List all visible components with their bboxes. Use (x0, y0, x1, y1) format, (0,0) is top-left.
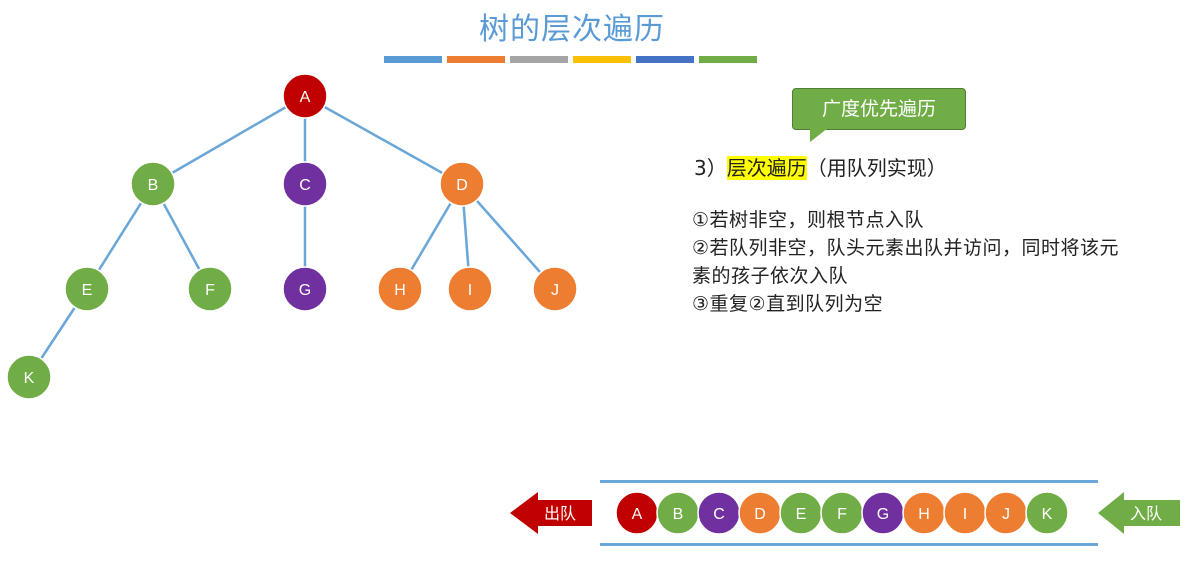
queue-item-label-G: G (877, 506, 889, 523)
queue-item-label-I: I (963, 506, 967, 523)
step-list: ①若树非空，则根节点入队 ②若队列非空，队头元素出队并访问，同时将该元素的孩子依… (692, 206, 1122, 318)
tree-node-label-C: C (299, 177, 311, 194)
tree-node-D (439, 161, 485, 207)
tree-nodes: A B C D E F G H I J K (6, 73, 578, 400)
title-color-bar (510, 56, 568, 63)
dequeue-label: 出队 (544, 504, 576, 523)
step-3: ③重复②直到队列为空 (692, 293, 884, 315)
tree-node-label-F: F (205, 282, 215, 299)
tree-node-label-I: I (468, 282, 472, 299)
step-1: ①若树非空，则根节点入队 (692, 209, 925, 231)
tree-edge-D-J (461, 183, 556, 290)
tree-edge-A-B (152, 94, 306, 186)
step-2: ②若队列非空，队头元素出队并访问，同时将该元素的孩子依次入队 (692, 237, 1120, 287)
tree-node-C (282, 161, 328, 207)
queue-item-label-C: C (713, 506, 725, 523)
dequeue-arrow: 出队 (510, 492, 592, 534)
tree-node-B (130, 161, 176, 207)
queue-items: A B C D E F G H I J K (615, 491, 1069, 535)
tree-node-E (64, 266, 110, 312)
tree-node-label-K: K (24, 370, 35, 387)
tree-node-K (6, 354, 52, 400)
queue-item-label-D: D (754, 506, 766, 523)
tree-node-H (377, 266, 423, 312)
enqueue-arrow: 入队 (1098, 492, 1180, 534)
tree-node-I (447, 266, 493, 312)
queue-item-label-K: K (1042, 506, 1053, 523)
title-color-bar (384, 56, 442, 63)
tree-node-label-A: A (300, 89, 311, 106)
title-color-bar (573, 56, 631, 63)
dequeue-arrow-shape (510, 492, 592, 534)
tree-node-label-G: G (299, 282, 311, 299)
tree-node-label-E: E (82, 282, 93, 299)
tree-node-G (282, 266, 328, 312)
method-highlight: 层次遍历 (726, 156, 807, 180)
method-title: 3）层次遍历（用队列实现） (694, 152, 947, 181)
queue-item-label-E: E (796, 506, 807, 523)
callout-bfs: 广度优先遍历 (792, 88, 966, 130)
tree-edges (27, 94, 556, 378)
callout-tail (810, 128, 828, 142)
queue-item-label-A: A (632, 506, 643, 523)
title-color-bar (447, 56, 505, 63)
title-color-bar (636, 56, 694, 63)
queue-item-label-J: J (1002, 506, 1010, 523)
queue-item-K (1025, 491, 1069, 535)
queue-item-label-B: B (673, 506, 684, 523)
tree-node-label-D: D (456, 177, 468, 194)
queue-item-label-F: F (837, 506, 847, 523)
tree-node-label-J: J (551, 282, 559, 299)
page-title: 树的层次遍历 (479, 12, 665, 47)
tree-edge-A-D (304, 94, 463, 186)
method-prefix: 3） (694, 156, 727, 180)
queue-bottom-line (600, 543, 1098, 546)
tree-node-label-B: B (148, 177, 159, 194)
tree-node-F (187, 266, 233, 312)
enqueue-label: 入队 (1130, 504, 1162, 523)
queue-item-label-H: H (918, 506, 930, 523)
title-color-bar (699, 56, 757, 63)
method-suffix: （用队列实现） (806, 156, 947, 180)
tree-node-label-H: H (394, 282, 406, 299)
queue-top-line (600, 480, 1098, 483)
tree-node-J (532, 266, 578, 312)
tree-node-A (282, 73, 328, 119)
enqueue-arrow-shape (1098, 492, 1180, 534)
